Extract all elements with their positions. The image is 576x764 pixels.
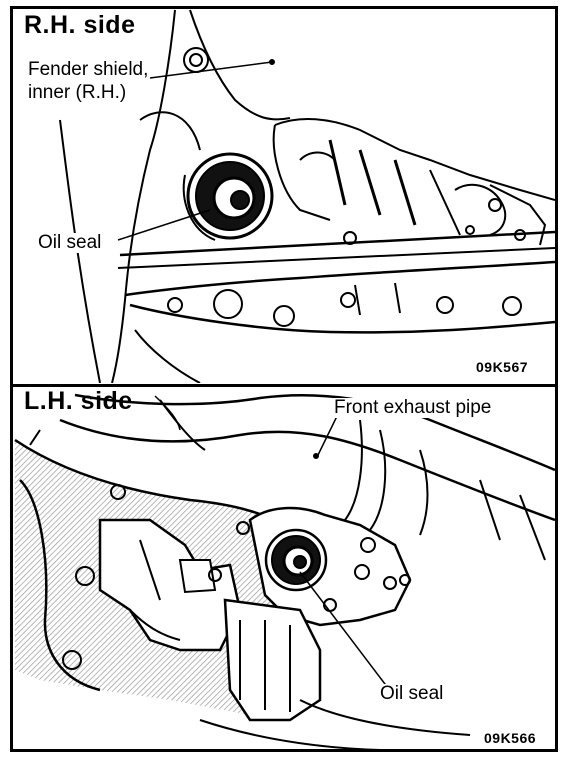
lh-figure-code: 09K566 <box>484 730 537 746</box>
rh-side-title: R.H. side <box>24 11 136 39</box>
fender-shield-callout-line2: inner (R.H.) <box>28 82 127 103</box>
rh-oil-seal-callout: Oil seal <box>38 232 102 253</box>
lh-oil-seal-callout: Oil seal <box>380 683 444 704</box>
front-exhaust-pipe-callout: Front exhaust pipe <box>334 397 492 418</box>
panel-divider <box>10 384 558 387</box>
rh-figure-code: 09K567 <box>476 359 529 375</box>
fender-shield-callout-line1: Fender shield, <box>28 59 149 80</box>
lh-side-title: L.H. side <box>24 387 133 415</box>
